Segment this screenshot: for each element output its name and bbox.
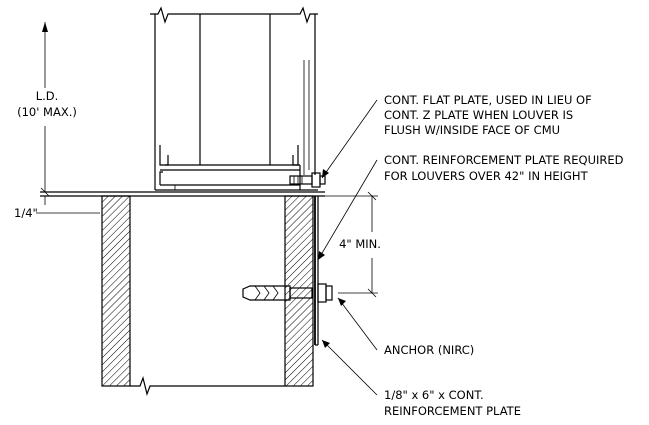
svg-text:FOR LOUVERS OVER 42" IN HEIGHT: FOR LOUVERS OVER 42" IN HEIGHT — [384, 169, 589, 183]
svg-text:CONT. REINFORCEMENT PLATE REQU: CONT. REINFORCEMENT PLATE REQUIRED — [384, 153, 624, 167]
leaders — [317, 99, 378, 396]
cmu-wall-left — [101, 195, 131, 387]
ld-label: L.D. — [36, 89, 59, 103]
cmu-wall-right — [284, 195, 314, 387]
gap-label: 1/4" — [14, 206, 38, 220]
min-dimension: 4" MIN. — [325, 191, 381, 298]
callout-anchor: ANCHOR (NIRC) — [384, 343, 474, 357]
min-height-label: 4" MIN. — [339, 237, 381, 251]
callout-flat-plate: CONT. FLAT PLATE, USED IN LIEU OF CONT. … — [384, 93, 592, 137]
svg-text:REINFORCEMENT PLATE: REINFORCEMENT PLATE — [384, 404, 521, 418]
svg-text:CONT. FLAT PLATE, USED IN LIEU: CONT. FLAT PLATE, USED IN LIEU OF — [384, 93, 592, 107]
ld-dimension: L.D. (10' MAX.) — [17, 22, 77, 197]
ld-max-label: (10' MAX.) — [17, 105, 77, 119]
reinforcement-plate — [314, 196, 319, 346]
gap-dimension: 1/4" — [14, 196, 100, 220]
anchor — [242, 283, 333, 303]
callout-reinforcement-plate: 1/8" x 6" x CONT. REINFORCEMENT PLATE — [384, 388, 521, 418]
svg-text:FLUSH W/INSIDE FACE OF CMU: FLUSH W/INSIDE FACE OF CMU — [384, 123, 560, 137]
louver-frame — [150, 6, 318, 191]
callout-reinforcement-required: CONT. REINFORCEMENT PLATE REQUIRED FOR L… — [384, 153, 624, 183]
svg-text:ANCHOR (NIRC): ANCHOR (NIRC) — [384, 343, 474, 357]
svg-text:CONT. Z PLATE WHEN LOUVER IS: CONT. Z PLATE WHEN LOUVER IS — [384, 108, 573, 122]
svg-text:1/8" x 6" x CONT.: 1/8" x 6" x CONT. — [384, 388, 484, 402]
